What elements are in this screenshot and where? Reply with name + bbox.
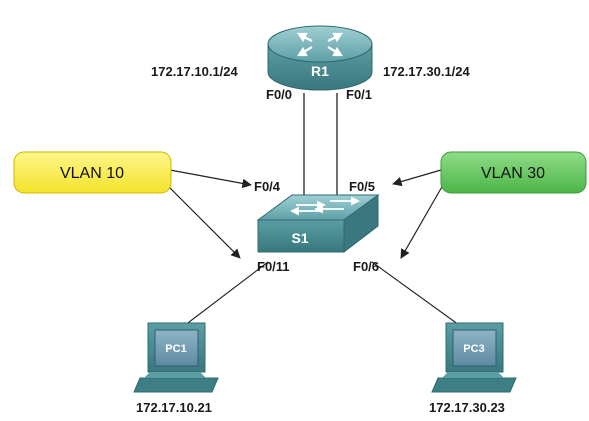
switch-port-f011: F0/11 [257,259,290,274]
pc1-name: PC1 [165,343,186,355]
vlan-arrows [167,169,444,259]
vlan10-label: VLAN 10 [60,165,124,182]
switch-port-f06: F0/6 [353,259,379,274]
vlan30-label-box: VLAN 30 [440,151,587,194]
switch-name: S1 [291,230,308,246]
pc3-ip: 172.17.30.23 [429,400,505,415]
switch-arrows-icon [289,196,361,216]
arrow-vlan10-f04 [169,169,252,189]
vlan30-label: VLAN 30 [481,165,545,182]
switch-port-f05: F0/5 [349,179,375,194]
pc3-name: PC3 [463,343,484,355]
pc1-ip: 172.17.10.21 [136,400,212,415]
link-s1-pc3 [371,261,467,331]
switch-s1[interactable]: S1 [256,194,380,254]
arrow-vlan30-f06 [400,184,444,259]
router-arrows-icon [296,32,344,57]
router-port-f00: F0/0 [266,87,292,102]
router-port-f01: F0/1 [346,87,372,102]
arrow-vlan30-f05 [392,169,442,187]
router-r1[interactable]: R1 [267,25,373,91]
router-left-ip: 172.17.10.1/24 [151,64,239,79]
router-right-ip: 172.17.30.1/24 [383,64,471,79]
arrow-vlan10-f011 [167,185,241,259]
vlan10-label-box: VLAN 10 [13,151,172,194]
router-name: R1 [311,63,329,79]
pc1[interactable]: PC1 [133,322,219,393]
links [175,93,467,333]
pc3[interactable]: PC3 [431,322,517,393]
switch-port-f04: F0/4 [254,179,281,194]
link-s1-pc1 [175,261,269,333]
